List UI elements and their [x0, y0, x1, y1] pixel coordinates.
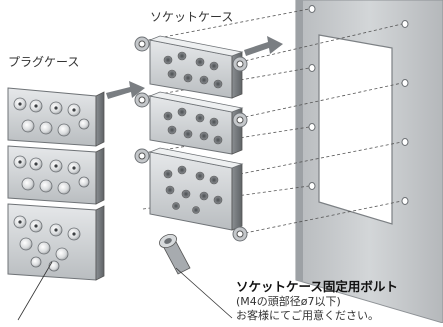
plug-pin-centers: [18, 102, 76, 236]
plug-module: [7, 87, 105, 147]
fixing-bolt: [159, 233, 191, 275]
socket-module: [134, 35, 248, 99]
bolt-spec-label: (M4の頭部径ø7以下): [236, 295, 341, 308]
panel-hole: [401, 197, 409, 205]
panel-hole: [308, 182, 316, 190]
plug-leader-line: [17, 261, 53, 321]
socket-holes: [163, 51, 223, 214]
panel-cutout: [318, 34, 393, 225]
mounting-panel: [295, 0, 443, 324]
bolt-note-label: お客様にてご用意ください。: [236, 309, 379, 322]
plug-module: [7, 145, 105, 205]
panel-hole: [401, 138, 409, 146]
arrow-to-panel-icon: [244, 36, 283, 56]
panel-hole: [308, 123, 316, 131]
plug-case-label: プラグケース: [8, 55, 80, 69]
bolt-leader-line: [175, 267, 233, 319]
panel-hole: [401, 20, 409, 28]
plug-module: [7, 203, 105, 281]
socket-module: [134, 147, 248, 242]
arrow-to-socket-icon: [106, 81, 145, 99]
socket-module: [134, 91, 248, 155]
socket-case: [134, 35, 248, 242]
panel-hole: [401, 79, 409, 87]
socket-case-label: ソケットケース: [150, 10, 234, 24]
plug-case: [7, 87, 105, 281]
panel-hole: [308, 64, 316, 72]
bolt-title-label: ソケットケース固定用ボルト: [236, 279, 398, 294]
panel-hole: [308, 5, 316, 13]
